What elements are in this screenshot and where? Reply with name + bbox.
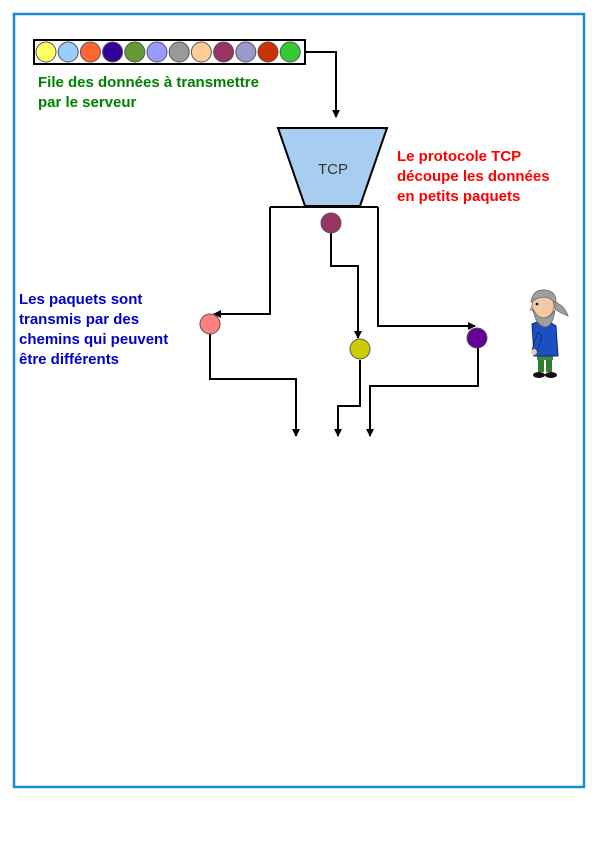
path-left	[213, 207, 271, 318]
queue-packet	[279, 41, 301, 63]
path-middle-out	[334, 360, 361, 437]
queue-packet	[57, 41, 79, 63]
tcp-box-label: TCP	[318, 161, 348, 178]
tcp-label-line-2: découpe les données	[397, 168, 550, 185]
queue-packet	[257, 41, 279, 63]
queue-label-line-2: par le serveur	[38, 94, 137, 111]
paths-label-line-4: être différents	[19, 351, 120, 368]
queue-packet	[213, 41, 235, 63]
paths-label-line-3: chemins qui peuvent	[19, 331, 169, 348]
packet-middle-path	[349, 338, 371, 360]
path-left-out	[209, 324, 300, 437]
path-right-out	[366, 347, 479, 437]
path-right	[377, 207, 476, 330]
packet-right-path	[466, 327, 488, 349]
paths-label: Les paquets sont transmis par des chemin…	[19, 290, 168, 370]
paths-label-line-2: transmis par des	[19, 311, 140, 328]
packet-at-tcp-output	[320, 212, 342, 234]
queue-packet	[79, 41, 101, 63]
queue-packet	[124, 41, 146, 63]
queue-label: File des données à transmettre par le se…	[38, 73, 259, 113]
queue-packet	[35, 41, 57, 63]
tcp-funnel: TCP	[276, 127, 389, 207]
packet-left-path	[199, 313, 221, 335]
queue-packet	[190, 41, 212, 63]
distribution-paths	[209, 206, 479, 437]
tcp-label-line-3: en petits paquets	[397, 188, 521, 205]
diagram-frame	[12, 12, 586, 789]
paths-label-line-1: Les paquets sont	[19, 291, 143, 308]
tcp-label: Le protocole TCP découpe les données en …	[397, 147, 550, 207]
queue-packet	[102, 41, 124, 63]
queue-packet	[146, 41, 168, 63]
bearded-man-icon	[529, 289, 569, 378]
tcp-label-line-1: Le protocole TCP	[397, 148, 522, 165]
data-queue	[33, 39, 306, 65]
path-middle	[330, 225, 362, 339]
queue-packet	[235, 41, 257, 63]
arrow-queue-to-tcp	[305, 51, 340, 118]
queue-packet	[168, 41, 190, 63]
queue-label-line-1: File des données à transmettre	[38, 74, 259, 91]
packets-in-transit	[199, 212, 488, 360]
